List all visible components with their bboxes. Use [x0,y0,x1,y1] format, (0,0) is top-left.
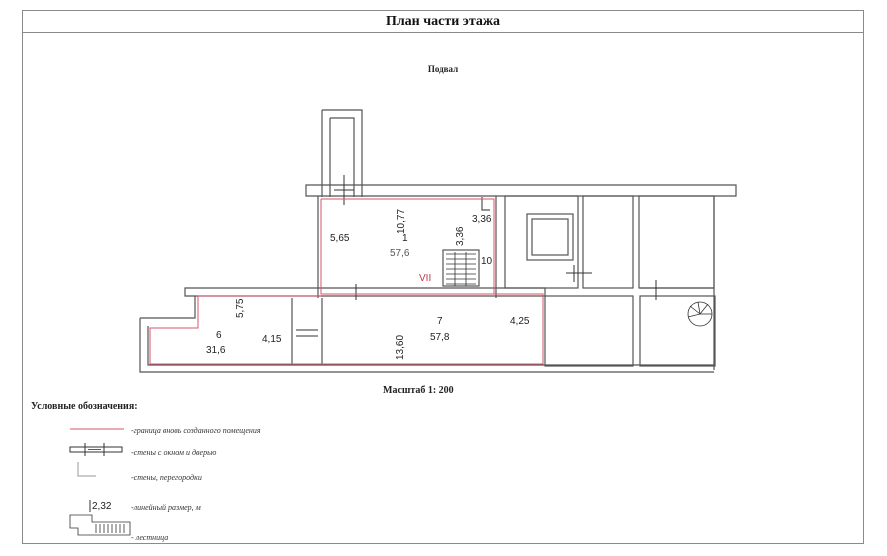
linear-dimension-icon: 2,32 [89,500,112,512]
dimension-label: 5,65 [330,233,350,244]
room-number: 1 [402,233,408,244]
spiral-stair [687,301,713,327]
room-area: 57,6 [390,248,410,259]
legend-title: Условные обозначения: [31,401,138,412]
wall-partition-icon [77,462,96,477]
plan-sheet: План части этажа Подвал Масштаб 1: 200 У… [22,10,864,544]
room-area: 31,6 [206,345,226,356]
room-number: 6 [216,330,222,341]
new-premises-boundary [149,198,544,365]
room-area: 57,8 [430,332,450,343]
wall-window-door-icon [69,443,123,456]
floor-label: Подвал [427,64,459,74]
stairs-icon [69,514,131,536]
dimension-label: 3,36 [472,214,492,225]
room-number: 7 [437,316,443,327]
dimension-label: 5,75 [235,298,246,318]
legend-text-wall-window: -стены с окном и дверью [131,448,217,457]
legend-text-partitions: -стены, перегородки [131,473,202,482]
dimension-sample: 2,32 [92,501,112,512]
dimension-label: 3,36 [455,226,466,246]
dimension-label: 4,25 [510,316,530,327]
scale-label: Масштаб 1: 200 [383,385,454,396]
dimension-label: 13,60 [395,335,406,360]
stairs-hatch [446,252,476,286]
legend-text-boundary: -граница вновь созданного помещения [131,426,261,435]
walls [139,109,737,373]
plan-labels: 10,77 5,65 3,36 3,36 5,75 4,15 13,60 4,2… [206,209,530,360]
dimension-label: 10,77 [396,209,407,234]
room-number: 10 [481,256,493,267]
dimension-label: 4,15 [262,334,282,345]
section-mark: VII [419,273,431,284]
legend-text-dimension: -линейный размер, м [131,503,201,512]
legend-text-stairs: - лестница [131,533,169,542]
door-marks [296,175,657,337]
sheet-title: План части этажа [23,11,863,33]
legend-symbols: 2,32 [69,428,131,536]
